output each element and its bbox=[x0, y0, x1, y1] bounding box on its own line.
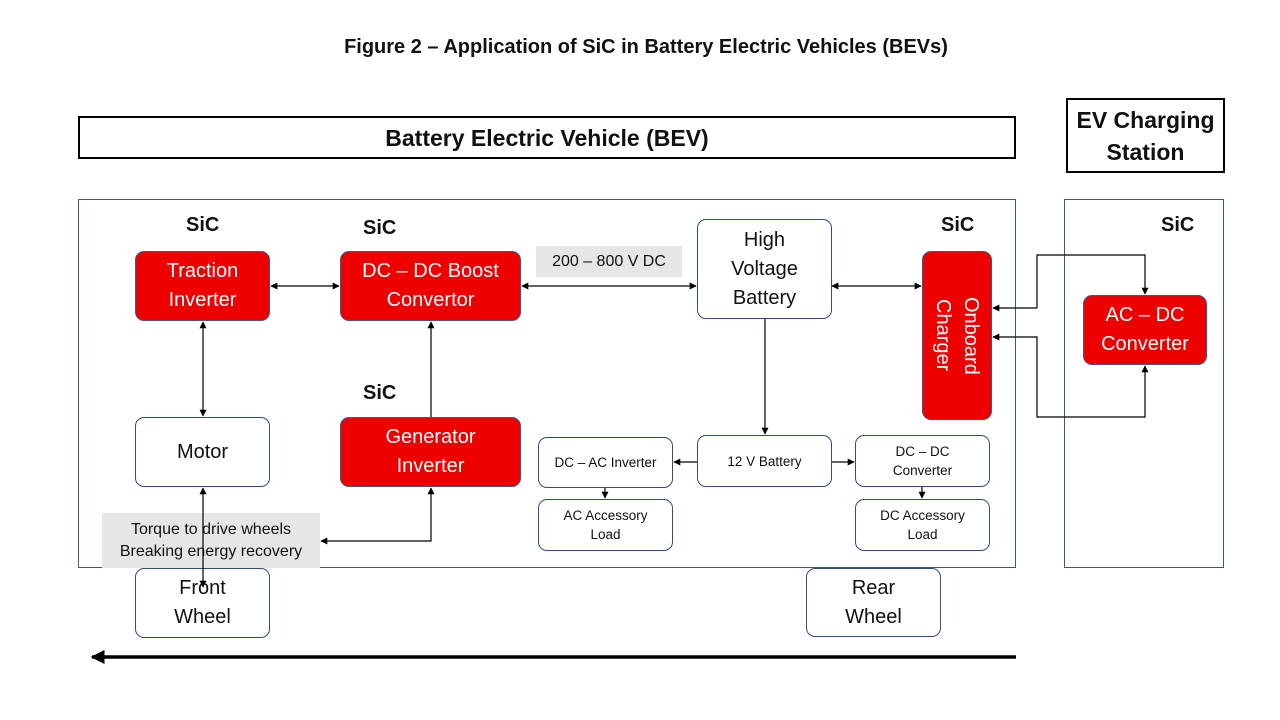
high-voltage-battery-block: High Voltage Battery bbox=[697, 219, 832, 319]
dc-ac-inverter-label: DC – AC Inverter bbox=[554, 455, 657, 470]
ac-accessory-load-label: AC Accessory Load bbox=[563, 508, 648, 542]
dc-dc-converter-block: DC – DC Converter bbox=[855, 435, 990, 487]
sic-label-onboard: SiC bbox=[941, 214, 975, 236]
traction-inverter-block: Traction Inverter bbox=[135, 251, 270, 321]
charging-station-header: EV Charging Station bbox=[1066, 98, 1225, 173]
dc-accessory-load-label: DC Accessory Load bbox=[880, 508, 965, 542]
rear-wheel-label: Rear Wheel bbox=[845, 576, 902, 628]
rear-wheel-block: Rear Wheel bbox=[806, 568, 941, 637]
arrow-acdc-onboard bbox=[992, 333, 1149, 418]
charging-station-frame bbox=[1064, 199, 1224, 568]
motor-label: Motor bbox=[176, 440, 229, 463]
twelve-v-battery-label: 12 V Battery bbox=[727, 453, 802, 469]
dc-accessory-load-block: DC Accessory Load bbox=[855, 499, 990, 551]
generator-inverter-block: Generator Inverter bbox=[340, 417, 521, 487]
generator-inverter-label: Generator Inverter bbox=[385, 426, 476, 477]
high-voltage-battery-label: High Voltage Battery bbox=[731, 228, 798, 309]
bev-header-text: Battery Electric Vehicle (BEV) bbox=[385, 124, 709, 151]
front-wheel-label: Front Wheel bbox=[174, 577, 231, 628]
front-wheel-block: Front Wheel bbox=[135, 568, 270, 638]
twelve-v-battery-block: 12 V Battery bbox=[697, 435, 832, 487]
dc-dc-boost-block: DC – DC Boost Convertor bbox=[340, 251, 521, 321]
bev-header: Battery Electric Vehicle (BEV) bbox=[78, 116, 1016, 159]
motor-block: Motor bbox=[135, 417, 270, 487]
sic-label-boost: SiC bbox=[363, 217, 397, 239]
torque-label: Torque to drive wheels Breaking energy r… bbox=[102, 513, 320, 568]
arrow-torque-generator bbox=[320, 487, 435, 545]
sic-label-traction: SiC bbox=[186, 214, 220, 236]
sic-label-station: SiC bbox=[1161, 214, 1195, 236]
charging-station-header-text: EV Charging Station bbox=[1076, 106, 1215, 165]
dc-ac-inverter-block: DC – AC Inverter bbox=[538, 437, 673, 488]
voltage-range-label: 200 – 800 V DC bbox=[536, 246, 682, 277]
onboard-charger-block: Onboard Charger bbox=[922, 251, 992, 420]
figure-title: Figure 2 – Application of SiC in Battery… bbox=[344, 36, 948, 58]
arrow-onboard-acdc bbox=[1036, 254, 1149, 308]
dc-dc-converter-label: DC – DC Converter bbox=[892, 444, 953, 478]
ac-accessory-load-block: AC Accessory Load bbox=[538, 499, 673, 551]
dc-dc-boost-label: DC – DC Boost Convertor bbox=[362, 260, 499, 311]
traction-inverter-label: Traction Inverter bbox=[166, 260, 239, 311]
onboard-charger-label: Onboard Charger bbox=[932, 296, 982, 375]
sic-label-generator: SiC bbox=[363, 382, 397, 404]
